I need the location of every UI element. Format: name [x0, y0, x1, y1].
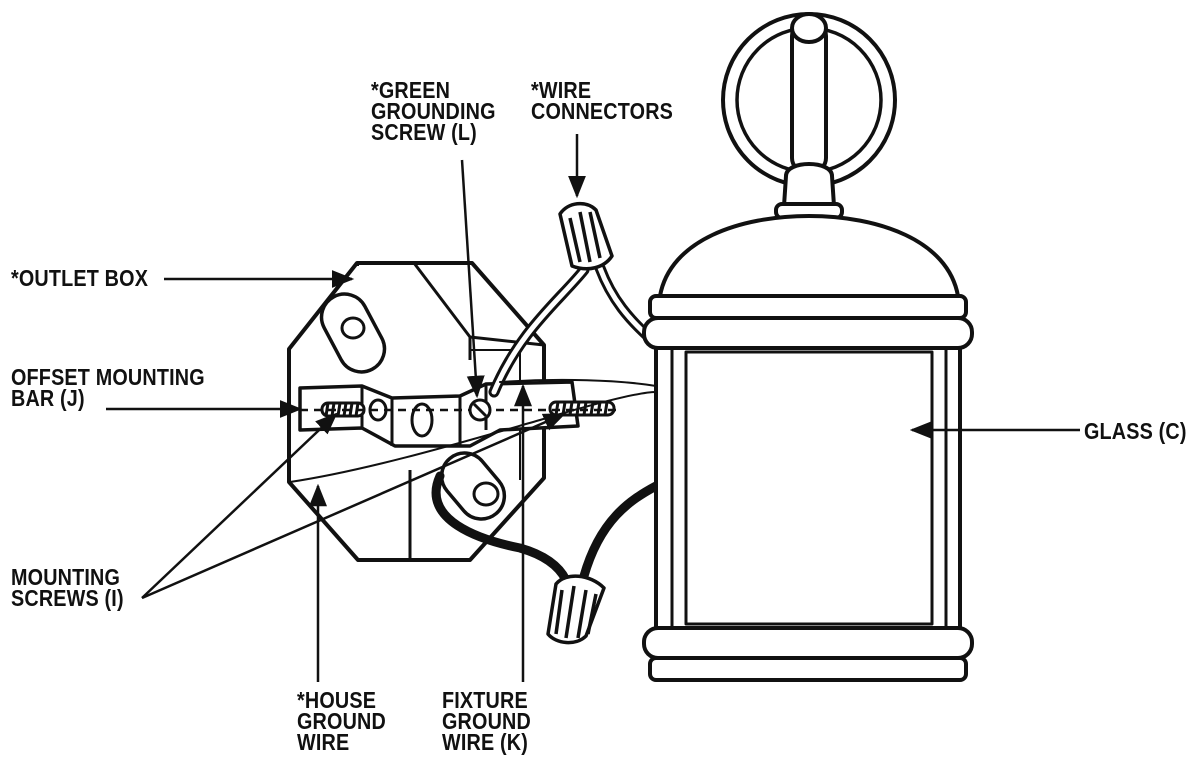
leader-lines	[106, 134, 1080, 682]
label-line: GROUNDING	[371, 98, 496, 124]
green-grounding-screw-label: *GREEN GROUNDING SCREW (L)	[371, 77, 496, 145]
label-line: MOUNTING	[11, 564, 121, 590]
top-wire-connector	[558, 201, 614, 271]
mounting-screws-label: MOUNTING SCREWS (I)	[11, 564, 124, 611]
label-line: SCREWS (I)	[11, 585, 124, 611]
lantern-fixture	[642, 12, 974, 682]
label-line: BAR (J)	[11, 385, 85, 411]
label-line: WIRE (K)	[442, 729, 528, 755]
label-line: *GREEN	[371, 77, 451, 103]
glass-label: GLASS (C)	[1084, 418, 1187, 444]
bottom-wire-connector	[546, 574, 606, 645]
mounting-screw-arrow-a	[141, 412, 338, 599]
label-line: OFFSET MOUNTING	[11, 364, 205, 390]
label-line: WIRE	[297, 729, 350, 755]
label-line: SCREW (L)	[371, 119, 477, 145]
house-ground-wire-label: *HOUSE GROUND WIRE	[297, 687, 386, 755]
mounting-bar-label: OFFSET MOUNTING BAR (J)	[11, 364, 205, 411]
mounting-screw-arrow-b	[141, 412, 567, 600]
label-line: GROUND	[442, 708, 531, 734]
green-screw-arrow	[460, 159, 485, 399]
label-line: *WIRE	[531, 77, 592, 103]
label-line: *OUTLET BOX	[11, 265, 149, 291]
green-grounding-screw	[468, 398, 492, 422]
wire-connectors-label: *WIRE CONNECTORS	[531, 77, 674, 124]
label-line: GROUND	[297, 708, 386, 734]
outlet-box-label: *OUTLET BOX	[11, 265, 149, 291]
label-line: CONNECTORS	[531, 98, 674, 124]
label-line: GLASS (C)	[1084, 418, 1187, 444]
fixture-ground-wire-label: FIXTURE GROUND WIRE (K)	[442, 687, 531, 755]
label-line: *HOUSE	[297, 687, 377, 713]
label-line: FIXTURE	[442, 687, 528, 713]
